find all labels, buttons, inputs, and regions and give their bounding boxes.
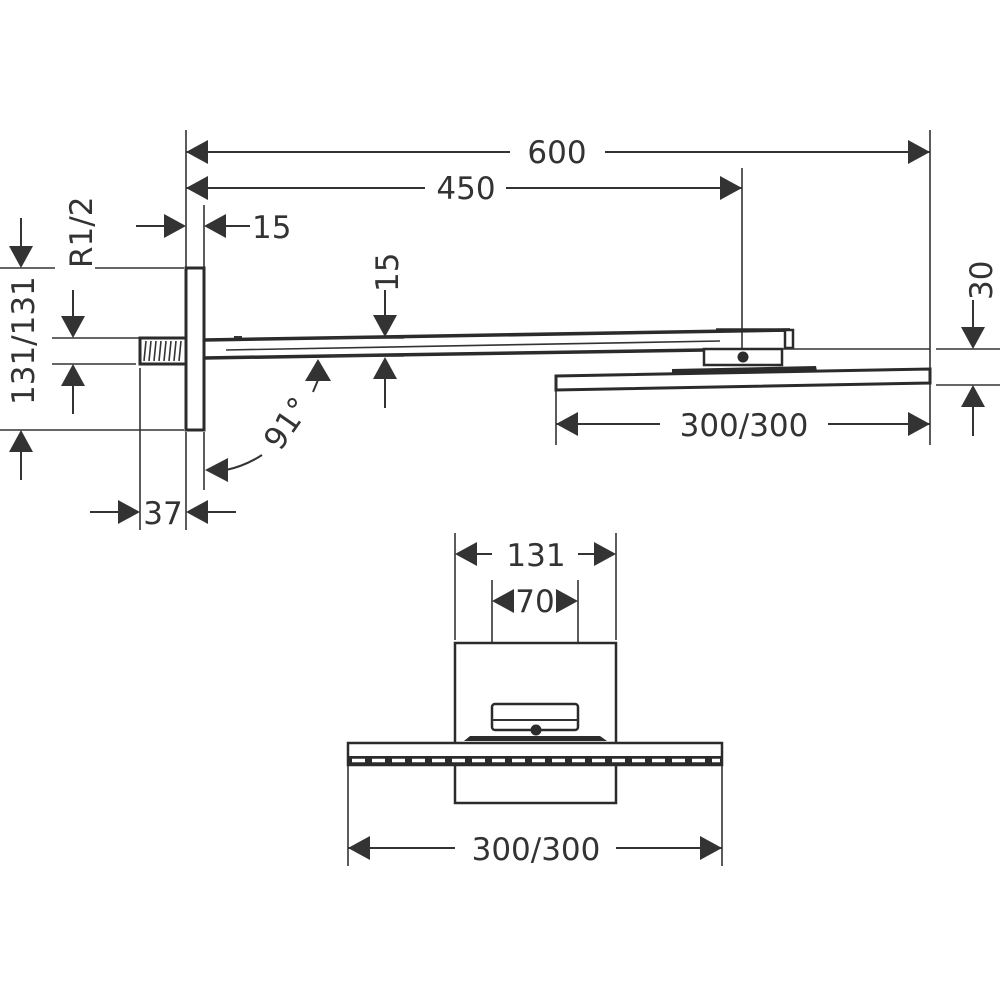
dim-head-height-label: 30 — [964, 261, 1000, 300]
dim-arm-thickness-label: 15 — [370, 253, 406, 292]
dim-flange-width-label: 131 — [506, 538, 565, 574]
dim-head-size-side-label: 300/300 — [680, 408, 809, 444]
dim-head-height: 30 — [936, 261, 1000, 436]
dim-head-size-side: 300/300 — [556, 408, 930, 444]
dim-flange-thickness: 15 — [136, 210, 291, 246]
head-shower-side — [554, 367, 932, 392]
dim-connector-width: 70 — [492, 584, 578, 620]
dim-connector-width-label: 70 — [515, 584, 554, 620]
dim-thread-length: 37 — [90, 496, 236, 532]
dim-600: 600 — [186, 135, 930, 171]
dim-flange-thickness-label: 15 — [252, 210, 291, 246]
dim-flange-width: 131 — [455, 538, 616, 574]
connector-front — [464, 702, 607, 741]
front-view: 131 70 3 — [346, 533, 724, 868]
head-shower-front — [346, 741, 724, 767]
side-view: 600 450 15 R1/2 — [0, 130, 1000, 532]
dim-angle: 91° — [205, 359, 331, 482]
dim-head-size-front-label: 300/300 — [472, 832, 601, 868]
arm-connector — [672, 328, 930, 374]
thread-nipple — [138, 336, 188, 366]
dim-flange-height-label: 131/131 — [6, 276, 42, 405]
dim-450: 450 — [186, 171, 742, 207]
dim-angle-label: 91° — [257, 391, 318, 457]
dim-thread-label: R1/2 — [64, 197, 100, 268]
dim-head-size-front: 300/300 — [348, 832, 722, 868]
dim-thread-length-label: 37 — [143, 496, 182, 532]
shower-arm — [203, 328, 791, 360]
dim-overall-length-label: 600 — [527, 135, 586, 171]
dim-flange-height: 131/131 — [0, 218, 184, 480]
dim-arm-to-center-label: 450 — [436, 171, 495, 207]
dim-arm-thickness: 15 — [330, 253, 406, 408]
dim-thread: R1/2 — [0, 197, 184, 414]
wall-flange — [184, 266, 206, 432]
